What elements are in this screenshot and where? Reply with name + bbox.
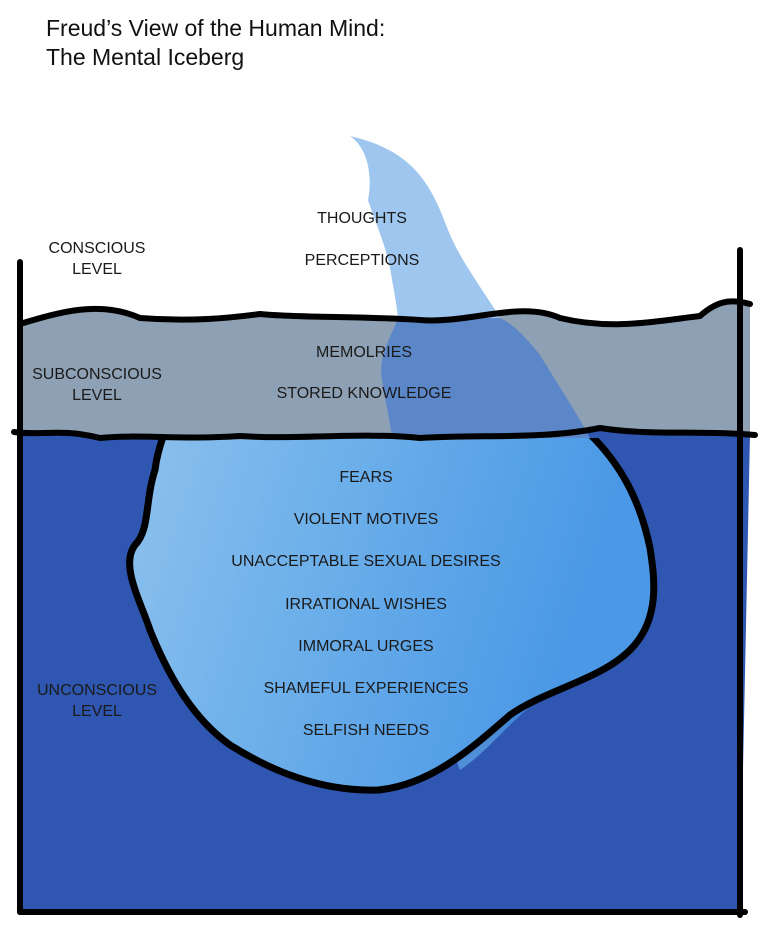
diagram-title: Freud’s View of the Human Mind: The Ment…	[46, 14, 385, 72]
waterline-surface	[17, 298, 753, 328]
conscious-level-line-2: LEVEL	[72, 261, 122, 278]
item-stored-knowledge: STORED KNOWLEDGE	[276, 385, 452, 402]
item-selfish-needs: SELFISH NEEDS	[302, 722, 430, 739]
unconscious-level-line-2: LEVEL	[72, 703, 122, 720]
item-thoughts: THOUGHTS	[317, 210, 407, 227]
item-immoral-urges: IMMORAL URGES	[298, 638, 434, 655]
iceberg-shadow-above	[350, 136, 500, 318]
unconscious-level-label: UNCONSCIOUS LEVEL	[37, 680, 157, 722]
item-memories: MEMOLRIES	[315, 344, 413, 361]
item-shameful-experiences: SHAMEFUL EXPERIENCES	[263, 680, 469, 697]
subconscious-level-line-1: SUBCONSCIOUS	[32, 366, 162, 383]
item-irrational-wishes: IRRATIONAL WISHES	[285, 596, 447, 613]
item-fears: FEARS	[339, 469, 393, 486]
item-violent-motives: VIOLENT MOTIVES	[293, 511, 439, 528]
subconscious-level-line-2: LEVEL	[72, 387, 122, 404]
title-line-2: The Mental Iceberg	[46, 44, 245, 70]
conscious-level-line-1: CONSCIOUS	[48, 240, 146, 257]
title-line-1: Freud’s View of the Human Mind:	[46, 15, 386, 41]
conscious-level-label: CONSCIOUS LEVEL	[49, 238, 146, 280]
item-unacceptable-sexual-desires: UNACCEPTABLE SEXUAL DESIRES	[231, 553, 501, 570]
iceberg-shadow-mid	[381, 318, 590, 438]
unconscious-level-line-1: UNCONSCIOUS	[36, 682, 158, 699]
item-perceptions: PERCEPTIONS	[304, 252, 420, 269]
subconscious-level-label: SUBCONSCIOUS LEVEL	[32, 364, 162, 406]
waterline-subconscious	[11, 424, 758, 442]
